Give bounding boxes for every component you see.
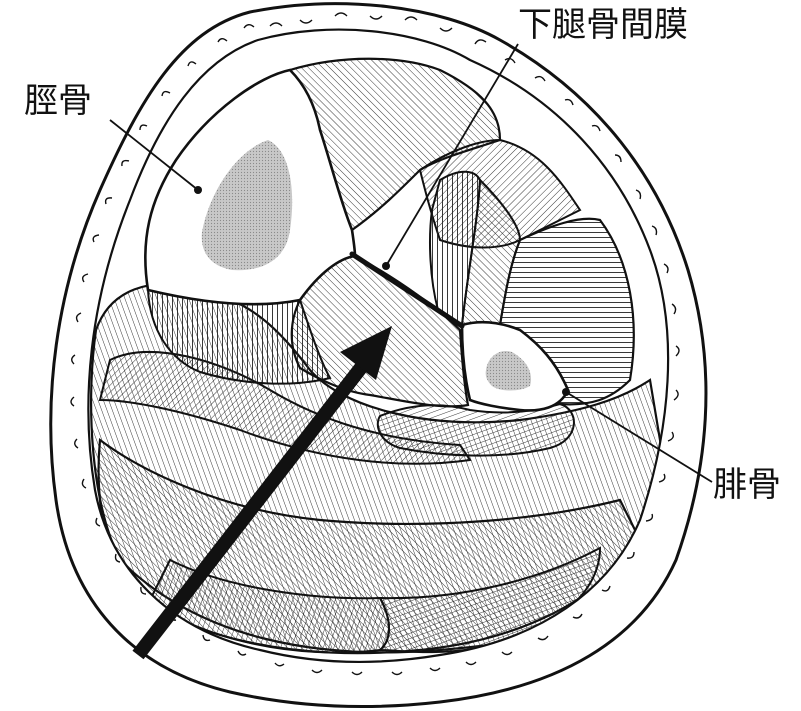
fat-texture (70, 12, 680, 676)
fibula-leader-dot (562, 388, 570, 396)
tibia-leader-line (109, 119, 199, 191)
membrane-leader-dot (382, 262, 390, 270)
approach-arrow (132, 326, 392, 660)
interosseous-membrane-line (349, 251, 465, 329)
fibula-label: 腓骨 (713, 465, 781, 505)
fibula-leader-line (565, 391, 713, 483)
tibia-leader-dot (194, 186, 202, 194)
flexor-hallucis-longus-muscle (376, 402, 575, 457)
membrane-leader-line (385, 43, 519, 267)
fibula-marrow (485, 350, 532, 391)
interosseous-membrane-label: 下腿骨間膜 (518, 5, 688, 45)
tibia-marrow (201, 140, 293, 271)
tibia-label: 脛骨 (24, 81, 92, 121)
